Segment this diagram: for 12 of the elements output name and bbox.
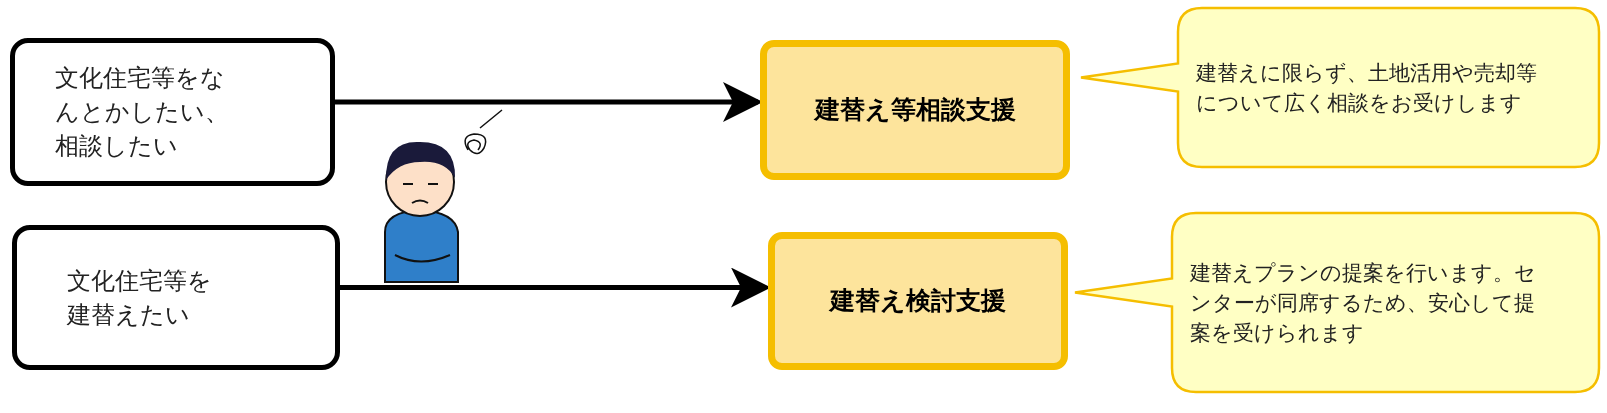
service-box xyxy=(768,232,1068,370)
node-text: 文化住宅等をなんとかしたい、相談したい xyxy=(55,63,230,162)
node-text: 建替え等相談支援 xyxy=(814,94,1016,127)
speech-bubble xyxy=(1078,5,1602,170)
node-text: 文化住宅等を建替えたい xyxy=(67,265,213,331)
speech-bubble xyxy=(1072,210,1602,395)
service-box xyxy=(760,40,1070,180)
node-text: 建替え検討支援 xyxy=(830,285,1006,318)
node-text: 建替えに限らず、土地活用や売却等について広く相談をお受けします xyxy=(1196,59,1538,117)
request-box xyxy=(10,38,335,186)
node-text: 建替えプランの提案を行います。センターが同席するため、安心して提案を受けられます xyxy=(1190,259,1537,347)
request-box xyxy=(12,225,340,370)
